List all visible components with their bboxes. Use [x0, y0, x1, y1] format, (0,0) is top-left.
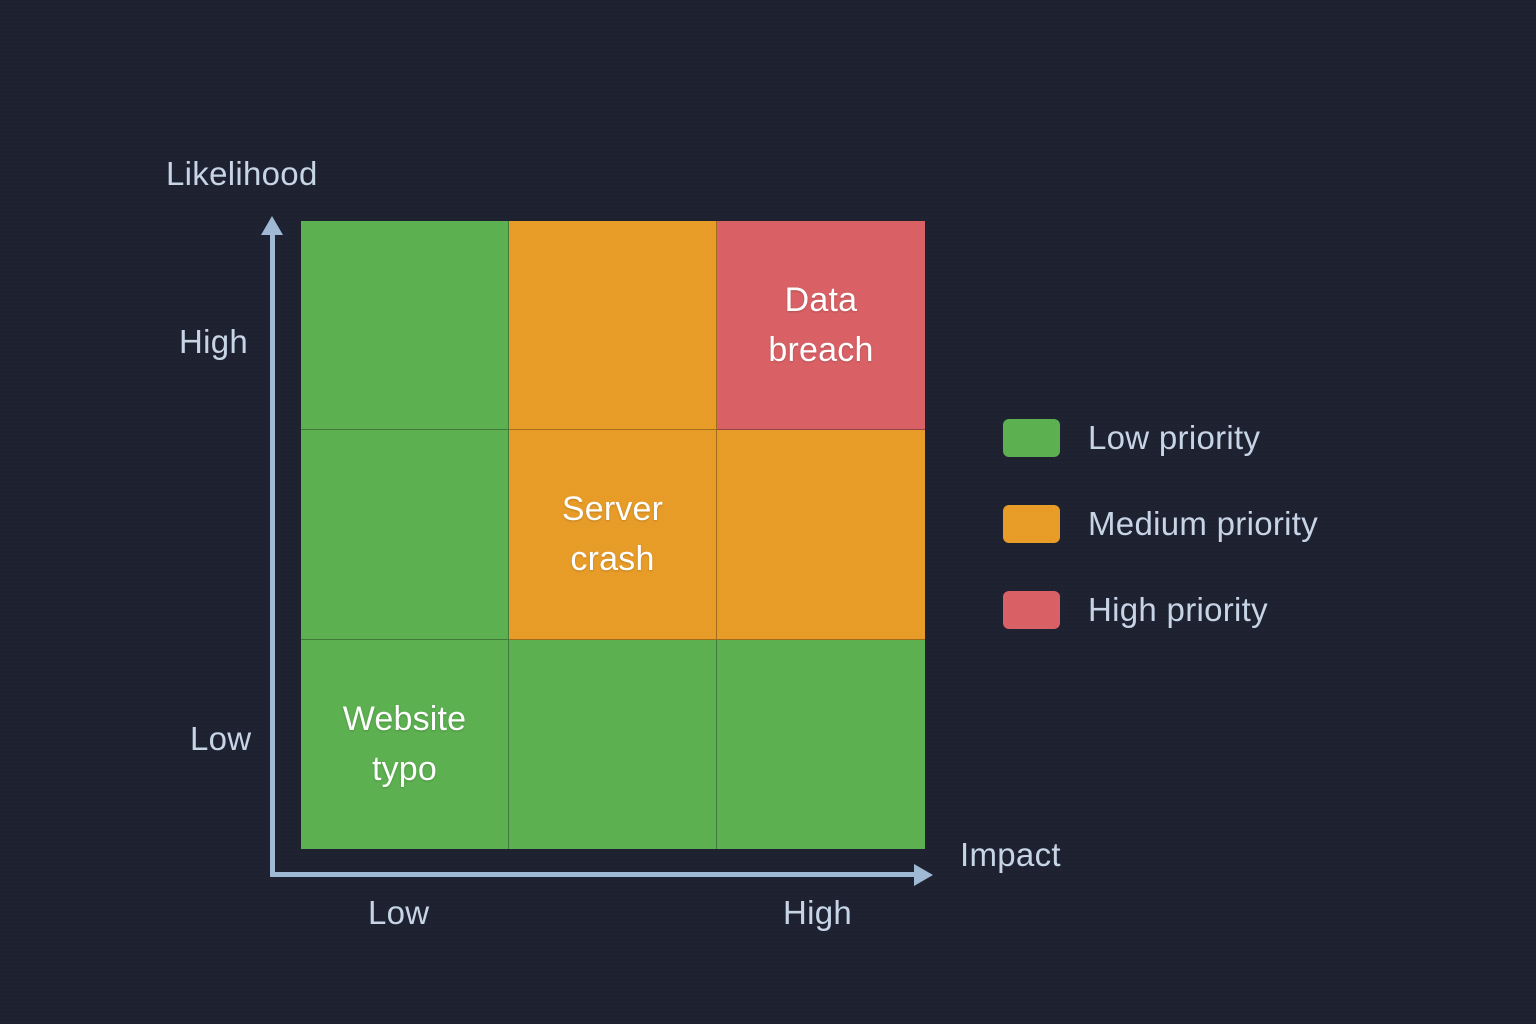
y-axis-tick-low: Low: [190, 720, 252, 757]
matrix-cell-r1c2[interactable]: [717, 430, 925, 640]
matrix-cell-label: Data breach: [768, 280, 874, 370]
matrix-cell-r2c1[interactable]: [509, 639, 717, 849]
risk-matrix-grid: Data breach Server crash Website typo: [301, 221, 925, 849]
x-axis-title: Impact: [960, 836, 1061, 873]
matrix-cell-r2c2[interactable]: [717, 639, 925, 849]
x-axis-line: [270, 872, 920, 877]
matrix-cell-r1c0[interactable]: [301, 430, 509, 640]
matrix-cell-r0c2[interactable]: Data breach: [717, 221, 925, 431]
legend-item-medium-priority[interactable]: Medium priority: [1003, 505, 1318, 543]
legend-swatch-icon: [1003, 591, 1060, 629]
y-axis-title: Likelihood: [166, 155, 318, 192]
legend-item-low-priority[interactable]: Low priority: [1003, 419, 1318, 457]
legend-label: Low priority: [1088, 419, 1261, 456]
matrix-cell-r0c1[interactable]: [509, 221, 717, 431]
y-axis-line: [270, 232, 275, 877]
legend-label: Medium priority: [1088, 505, 1319, 542]
legend-label: High priority: [1088, 591, 1268, 628]
legend-item-high-priority[interactable]: High priority: [1003, 591, 1318, 629]
legend: Low priority Medium priority High priori…: [1003, 419, 1318, 629]
legend-swatch-icon: [1003, 505, 1060, 543]
y-axis-tick-high: High: [179, 323, 249, 360]
matrix-cell-r0c0[interactable]: [301, 221, 509, 431]
matrix-cell-label: Website typo: [342, 700, 467, 789]
matrix-cell-r1c1[interactable]: Server crash: [509, 430, 717, 640]
x-axis-arrow-icon: [914, 864, 933, 886]
matrix-cell-label: Server crash: [561, 490, 664, 579]
legend-swatch-icon: [1003, 419, 1060, 457]
y-axis-arrow-icon: [261, 216, 283, 235]
x-axis-tick-low: Low: [368, 894, 430, 931]
matrix-cell-r2c0[interactable]: Website typo: [301, 639, 509, 849]
x-axis-tick-high: High: [783, 894, 853, 931]
